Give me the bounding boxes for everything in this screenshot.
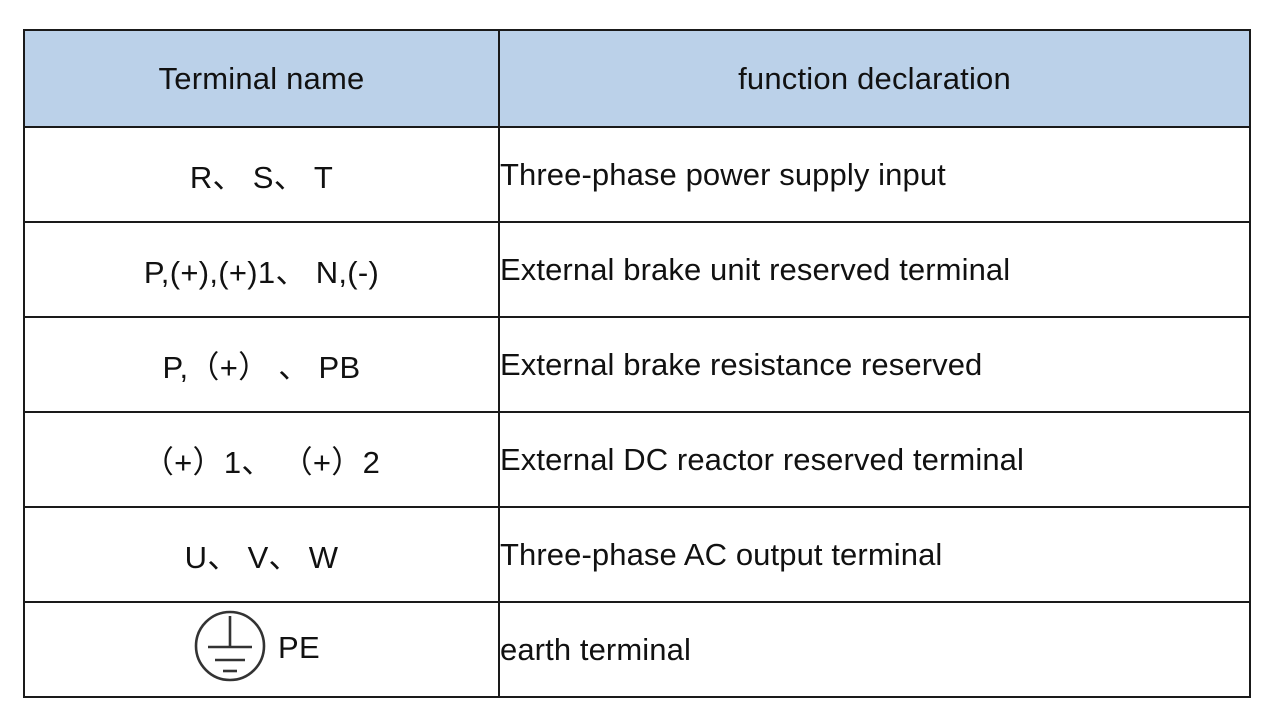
cell-terminal-name: P,(+),(+)1、 N,(-) [23, 221, 500, 318]
cell-function-declaration: earth terminal [498, 601, 1251, 698]
table-row: （+）1、 （+）2 External DC reactor reserved … [23, 411, 1251, 508]
cell-terminal-name: PE [23, 601, 500, 698]
cell-terminal-name: U、 V、 W [23, 506, 500, 603]
cell-function-declaration: Three-phase power supply input [498, 126, 1251, 223]
earth-terminal-group: PE [194, 610, 320, 682]
pe-label: PE [278, 630, 320, 665]
protective-earth-icon [194, 610, 266, 681]
cell-function-declaration: External brake resistance reserved [498, 316, 1251, 413]
table-row: PE earth terminal [23, 601, 1251, 698]
table-body: R、 S、 T Three-phase power supply input P… [23, 126, 1251, 698]
table-row: R、 S、 T Three-phase power supply input [23, 126, 1251, 223]
table-row: P,（+） 、 PB External brake resistance res… [23, 316, 1251, 413]
cell-terminal-name: P,（+） 、 PB [23, 316, 500, 413]
cell-function-declaration: External brake unit reserved terminal [498, 221, 1251, 318]
cell-terminal-name: （+）1、 （+）2 [23, 411, 500, 508]
cell-function-declaration: External DC reactor reserved terminal [498, 411, 1251, 508]
column-header-function-declaration: function declaration [498, 29, 1251, 128]
table-header-row: Terminal name function declaration [23, 29, 1251, 128]
terminal-function-table: Terminal name function declaration R、 S、… [23, 29, 1251, 698]
table-header: Terminal name function declaration [23, 29, 1251, 128]
table-row: P,(+),(+)1、 N,(-) External brake unit re… [23, 221, 1251, 318]
cell-function-declaration: Three-phase AC output terminal [498, 506, 1251, 603]
table-row: U、 V、 W Three-phase AC output terminal [23, 506, 1251, 603]
column-header-terminal-name: Terminal name [23, 29, 500, 128]
cell-terminal-name: R、 S、 T [23, 126, 500, 223]
